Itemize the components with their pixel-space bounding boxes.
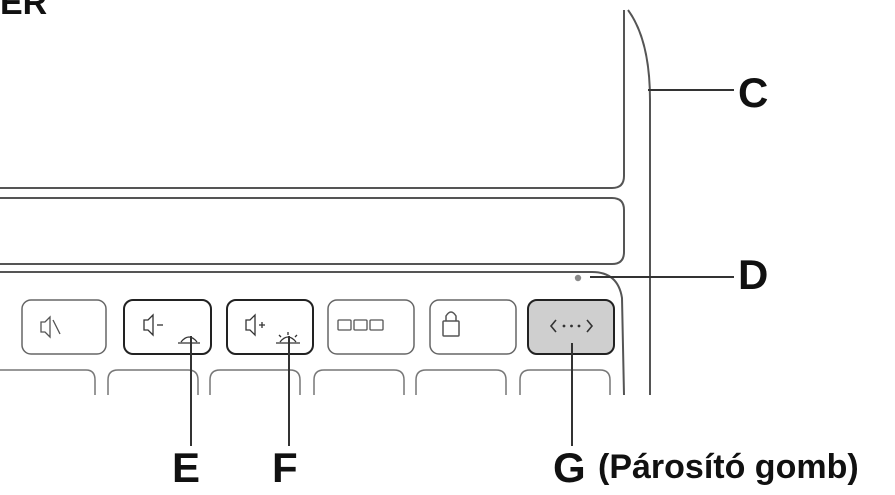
- volume-up-backlight-up-icon: [245, 313, 300, 344]
- lock-icon: [442, 311, 460, 337]
- leader-lines: [190, 89, 734, 446]
- keyboard-top-edge: [0, 271, 625, 396]
- pairing-icon: [549, 319, 594, 333]
- device-outline: [0, 9, 651, 396]
- screen-bottom-edge: [0, 10, 625, 189]
- mute-icon: [40, 315, 61, 339]
- key-mute: [21, 299, 107, 355]
- key-lock: [429, 299, 517, 355]
- key-volume-up: [226, 299, 314, 355]
- heading-fragment: ER: [0, 0, 48, 22]
- key-volume-down: [123, 299, 212, 355]
- lid-hinge: [0, 197, 625, 265]
- app-switch-icon: [337, 319, 384, 331]
- label-d: D: [738, 251, 769, 298]
- volume-down-backlight-down-icon: [143, 313, 200, 344]
- label-g: G: [553, 444, 586, 491]
- indicator-light: [574, 274, 582, 282]
- key-app-switch: [327, 299, 415, 355]
- label-g-note: (Párosító gomb): [598, 448, 859, 486]
- label-c: C: [738, 69, 769, 116]
- label-e: E: [172, 444, 201, 491]
- function-keys: [21, 299, 615, 355]
- case-right-edge: [627, 9, 651, 395]
- label-f: F: [272, 444, 298, 491]
- second-key-row: [0, 369, 611, 395]
